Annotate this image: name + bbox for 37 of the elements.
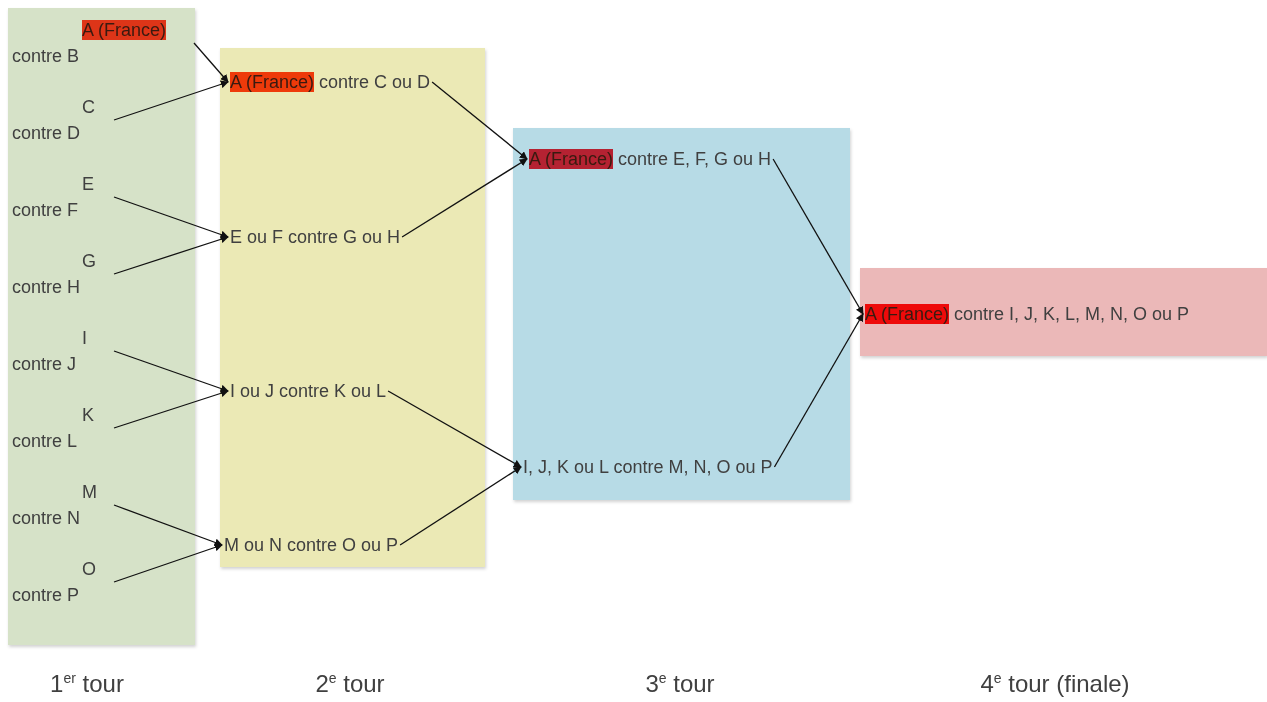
arrow <box>193 42 229 83</box>
match-text: E ou F contre G ou H <box>230 224 401 250</box>
match-text: K contre L <box>12 402 112 454</box>
arrow <box>399 466 522 546</box>
match-text: I contre J <box>12 325 112 377</box>
arrow <box>401 158 528 238</box>
arrow <box>113 543 223 583</box>
match-text: I ou J contre K ou L <box>230 378 387 404</box>
match-text: A (France) contre B <box>12 17 192 69</box>
match-text: M ou N contre O ou P <box>224 532 399 558</box>
arrow <box>387 390 522 468</box>
arrow <box>431 81 528 160</box>
round-column <box>860 268 1267 356</box>
arrow <box>113 504 223 547</box>
arrow <box>773 313 864 468</box>
match-text: G contre H <box>12 248 112 300</box>
match-text: I, J, K ou L contre M, N, O ou P <box>523 454 773 480</box>
arrow <box>113 196 229 239</box>
arrow <box>113 389 229 429</box>
match-text: C contre D <box>12 94 112 146</box>
round-column <box>513 128 850 500</box>
round-label: 2$^{e}$ tour <box>315 670 385 698</box>
match-text: E contre F <box>12 171 112 223</box>
arrow <box>113 350 229 393</box>
match-text: M contre N <box>12 479 112 531</box>
match-text: A (France) contre E, F, G ou H <box>529 146 772 172</box>
arrow <box>113 235 229 275</box>
match-text: O contre P <box>12 556 112 608</box>
round-label: 4$^{e}$ tour (finale) <box>980 670 1130 698</box>
round-column <box>8 8 195 645</box>
round-label: 3$^{e}$ tour <box>645 670 715 698</box>
arrow <box>113 80 229 121</box>
match-text: A (France) contre I, J, K, L, M, N, O ou P <box>865 301 1190 327</box>
match-text: A (France) contre C ou D <box>230 69 431 95</box>
round-column <box>220 48 485 567</box>
round-label: 1$^{er}$ tour <box>50 670 124 698</box>
arrow <box>772 158 864 315</box>
